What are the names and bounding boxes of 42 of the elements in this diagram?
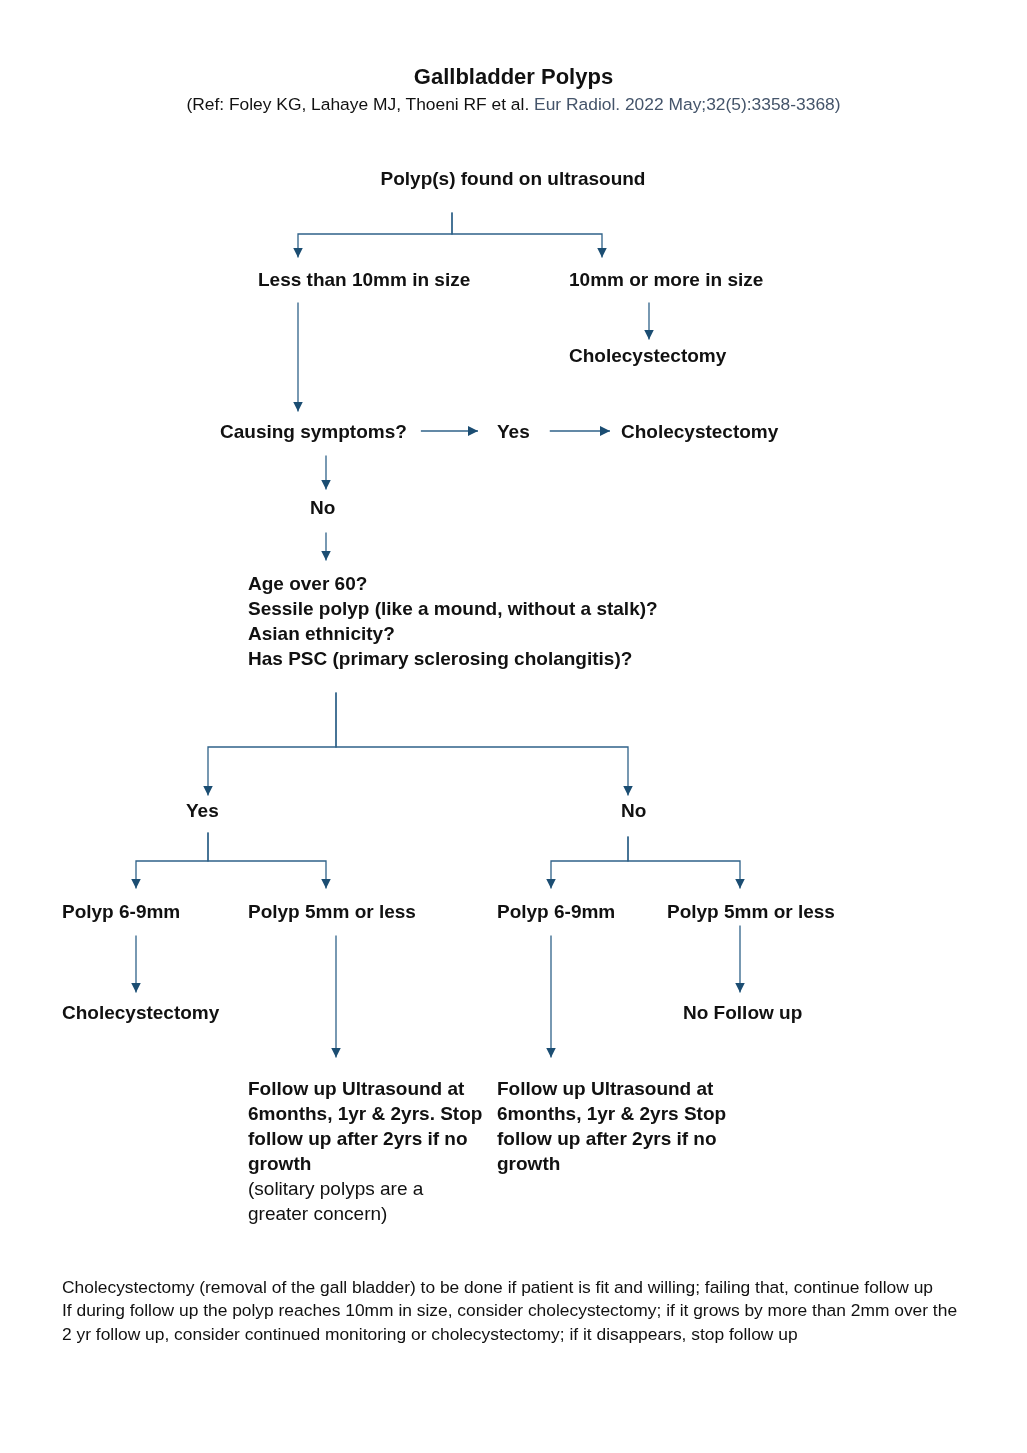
branch-text: Less than 10mm in size <box>258 266 471 292</box>
answer-text: Yes <box>497 418 530 444</box>
decision-text: Causing symptoms? <box>220 418 407 444</box>
arrow <box>321 454 331 491</box>
arrow <box>546 934 556 1059</box>
question-text: Has PSC (primary sclerosing cholangitis)? <box>248 646 634 671</box>
question-text: Sessile polyp (like a mound, without a stalk)? <box>248 596 658 621</box>
start-text: Polyp(s) found on ultrasound <box>380 165 646 191</box>
outcome-text: Cholecystectomy <box>62 999 220 1025</box>
branch-text: 10mm or more in size <box>569 266 764 292</box>
answer-text: Yes <box>186 797 219 823</box>
arrow <box>451 211 607 259</box>
answer-text: No <box>310 494 336 520</box>
arrow <box>735 924 745 994</box>
reference-text: (Ref: Foley KG, Lahaye MJ, Thoeni RF et al. <box>186 94 530 114</box>
arrow <box>335 691 633 797</box>
outcome-text: Cholecystectomy <box>621 418 779 444</box>
outcome-text: Cholecystectomy <box>569 342 727 368</box>
arrow <box>131 934 141 994</box>
arrow <box>549 426 611 436</box>
arrow <box>207 831 331 890</box>
arrow <box>420 426 479 436</box>
branch-text: Polyp 6-9mm <box>497 898 616 924</box>
instruction-text: Follow up Ultrasound at 6months, 1yr & 2yrs. Stop follow up after 2yrs if no growth <box>248 1076 484 1176</box>
arrow <box>321 531 331 562</box>
branch-text: Polyp 5mm or less <box>667 898 835 924</box>
arrow <box>293 301 303 413</box>
footnote-text: If during follow up the polyp reaches 10mm in size, consider cholecystectomy; if it grows by more than 2mm over the 2 yr follow up, consider continued monitoring or cholecystectomy; if it disappears, stop follow up <box>62 1299 959 1346</box>
arrow <box>627 835 745 890</box>
footnote-text: Cholecystectomy (removal of the gall bladder) to be done if patient is fit and willing; failing that, continue follow up <box>62 1276 934 1299</box>
question-text: Age over 60? <box>248 571 369 596</box>
outcome-text: No Follow up <box>683 999 803 1025</box>
citation-text: Eur Radiol. 2022 May;32(5):3358-3368) <box>534 94 841 114</box>
note-text: (solitary polyps are a greater concern) <box>248 1176 425 1226</box>
arrow <box>644 301 654 341</box>
question-text: Asian ethnicity? <box>248 621 396 646</box>
instruction-text: Follow up Ultrasound at 6months, 1yr & 2yrs Stop follow up after 2yrs if no growth <box>497 1075 733 1176</box>
diagram-title: Gallbladder Polyps <box>413 63 614 91</box>
branch-text: Polyp 5mm or less <box>248 898 416 924</box>
branch-text: Polyp 6-9mm <box>62 898 181 924</box>
arrow <box>331 934 341 1059</box>
answer-text: No <box>621 797 647 823</box>
